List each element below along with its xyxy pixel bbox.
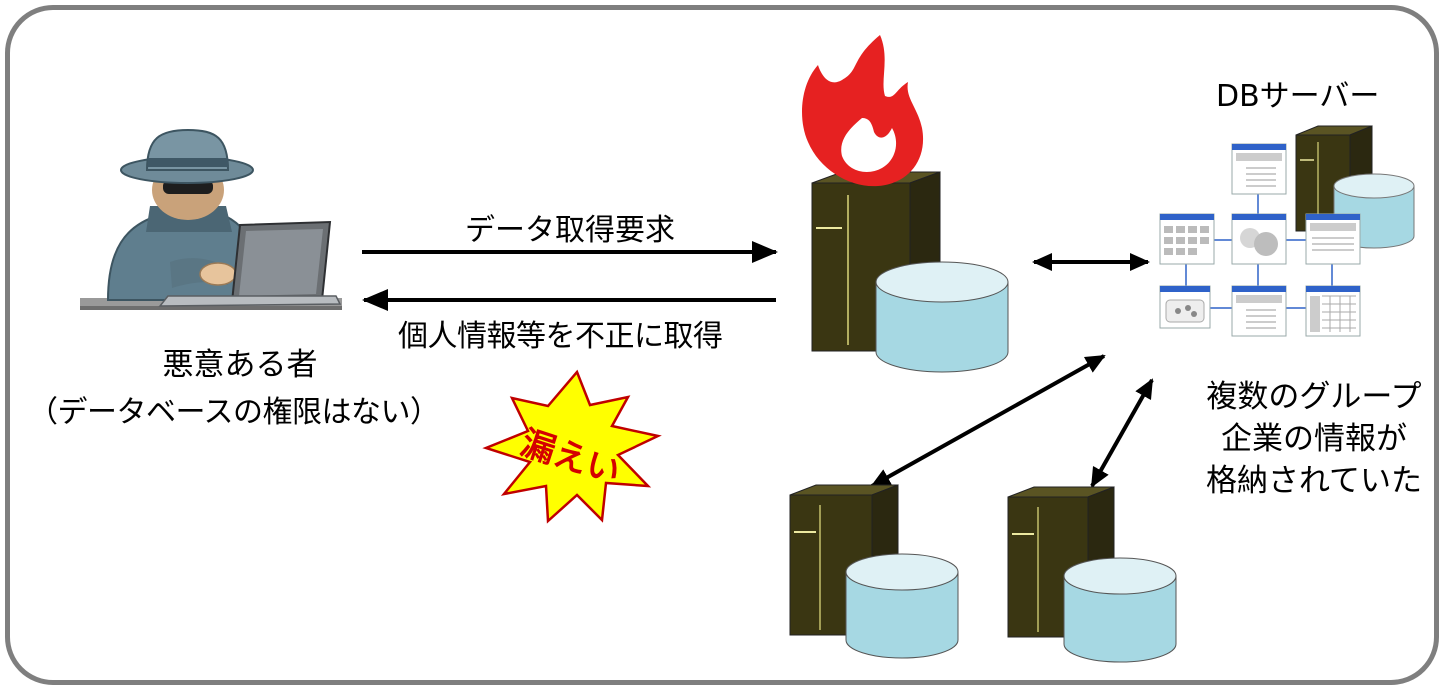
data-windows-icon: [1159, 143, 1361, 337]
diagram-frame: [5, 5, 1439, 685]
sync-arrow-lower-right: [1090, 378, 1154, 488]
leak-burst-icon: [482, 369, 662, 524]
group-server-right-icon: [1007, 486, 1177, 663]
actor-note: （データベースの権限はない）: [28, 395, 440, 430]
group-server-left-icon: [789, 484, 959, 659]
flame-icon: [802, 35, 924, 187]
hacker-icon: [80, 128, 342, 310]
description-line-2: 企業の情報が: [1221, 421, 1407, 457]
sync-arrow-lower-left: [870, 354, 1106, 488]
description-line-1: 複数のグループ: [1206, 379, 1422, 415]
actor-name: 悪意ある者: [162, 347, 318, 383]
description-line-3: 格納されていた: [1205, 463, 1423, 499]
exfil-label: 個人情報等を不正に取得: [398, 319, 723, 354]
compromised-server-icon: [811, 171, 1009, 373]
request-label: データ取得要求: [465, 213, 675, 248]
db-server-label: DBサーバー: [1216, 79, 1380, 114]
